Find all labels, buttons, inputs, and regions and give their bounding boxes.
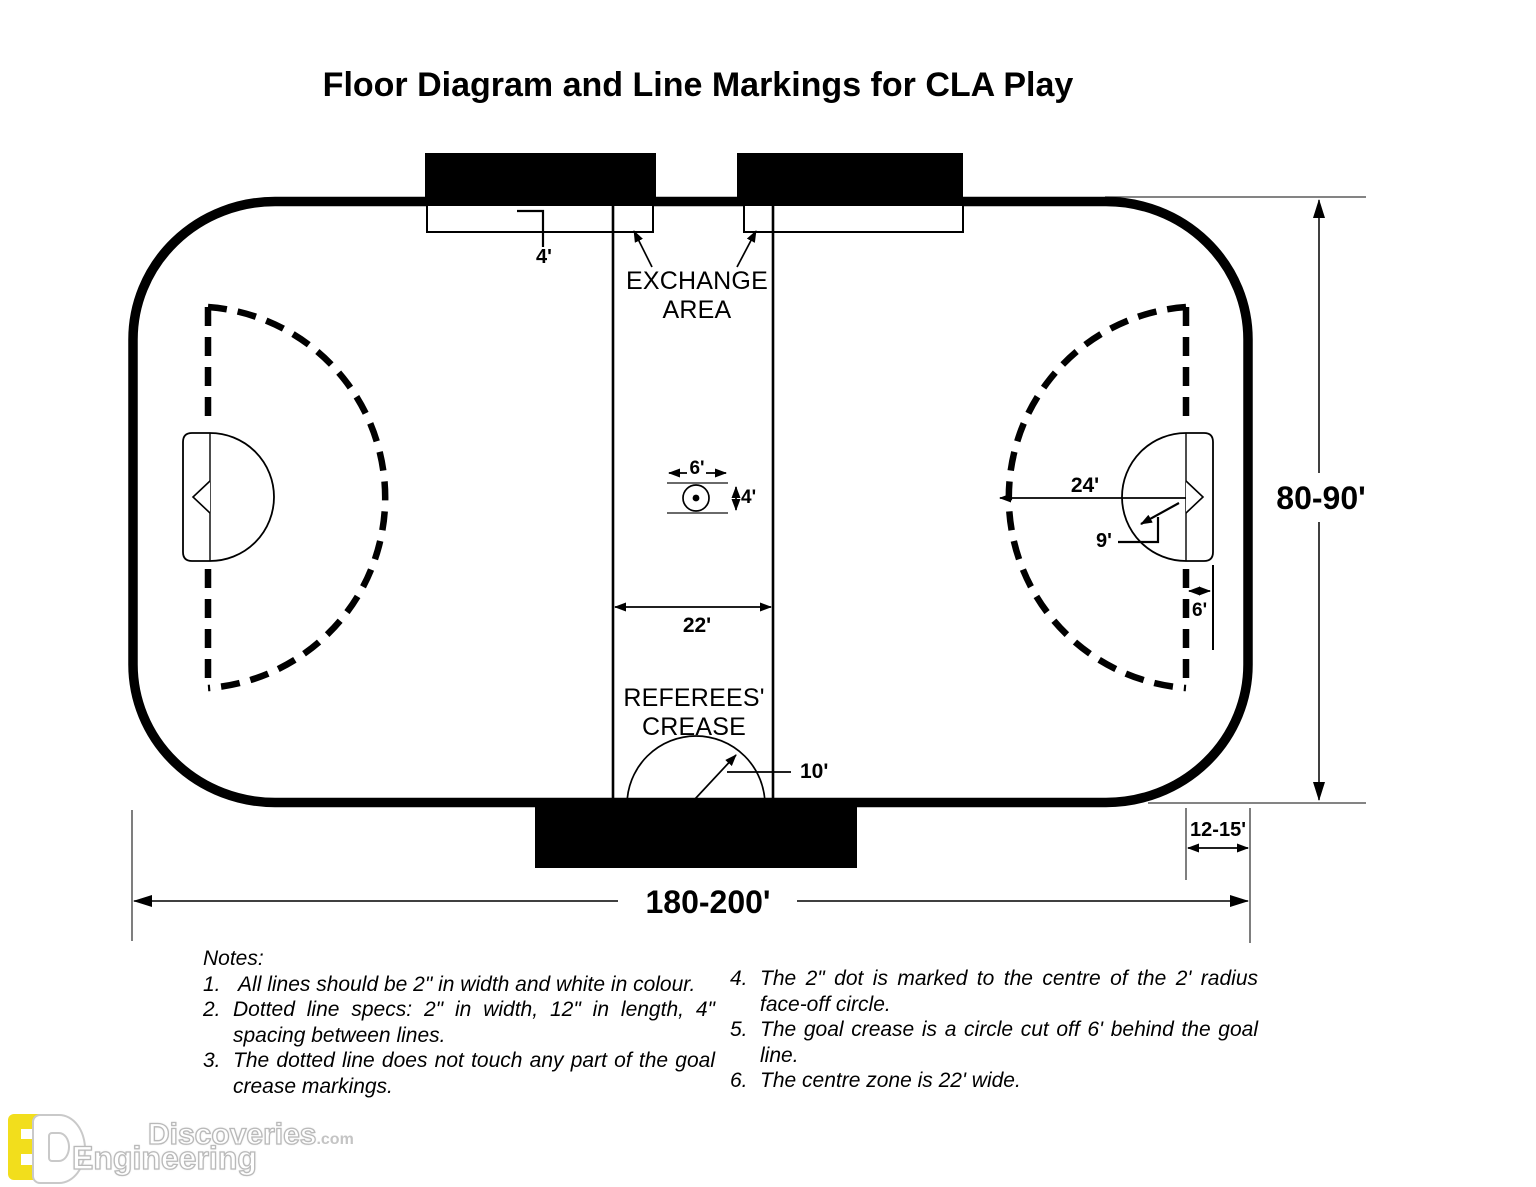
goal-crease-right xyxy=(1121,432,1214,562)
exchange-arrow-right xyxy=(736,230,757,268)
faceoff-width-label: 6' xyxy=(689,458,705,479)
goal-zone-left xyxy=(204,303,389,692)
dimension-lines xyxy=(133,199,1325,907)
goal-crease-radius-arrow xyxy=(1140,502,1180,525)
goal-right xyxy=(1185,480,1205,514)
notes-heading: Notes: xyxy=(203,947,264,970)
bench-left xyxy=(425,153,656,203)
notes-right-column: 4. The 2" dot is marked to the centre of … xyxy=(730,966,1258,1094)
watermark-engineering: Engineering xyxy=(71,1139,257,1176)
note-3: 3. The dotted line does not touch any par… xyxy=(203,1048,715,1099)
notes-left-column: Notes: 1. All lines should be 2" in widt… xyxy=(203,946,715,1099)
note-2-number: 2. xyxy=(203,998,221,1021)
referees-crease-line1: REFEREES' xyxy=(623,684,765,712)
goal-to-end-label: 12-15' xyxy=(1190,819,1246,841)
faceoff-height-label: 4' xyxy=(741,487,757,508)
watermark-logo: Discoveries.com Engineering xyxy=(8,1112,354,1184)
note-1: 1. All lines should be 2" in width and w… xyxy=(203,972,715,998)
note-6-text: The centre zone is 22' wide. xyxy=(760,1069,1021,1092)
engineering-discoveries-icon xyxy=(8,1114,94,1184)
exchange-area-label: EXCHANGE AREA xyxy=(626,267,768,325)
rink-width-label: 80-90' xyxy=(1270,480,1372,517)
note-2: 2. Dotted line specs: 2" in width, 12" in… xyxy=(203,997,715,1048)
zone-arc-left xyxy=(207,303,389,692)
referees-crease-arc xyxy=(626,735,766,806)
bench-depth-leader xyxy=(517,209,545,247)
note-3-text: The dotted line does not touch any part … xyxy=(233,1049,715,1098)
referees-crease-line2: CREASE xyxy=(641,713,747,741)
goal-crease-radius-label: 9' xyxy=(1096,530,1112,552)
bench-area-left xyxy=(426,204,654,233)
team-benches xyxy=(425,153,963,203)
note-4: 4. The 2" dot is marked to the centre of … xyxy=(730,966,1258,1017)
exchange-area-line1: EXCHANGE xyxy=(626,267,768,295)
referees-crease-radius-label: 10' xyxy=(800,760,829,783)
rink-length-label: 180-200' xyxy=(639,884,777,921)
centre-faceoff xyxy=(667,482,728,514)
note-1-text: All lines should be 2" in width and whit… xyxy=(233,972,696,996)
faceoff-dot xyxy=(692,494,700,502)
note-5-number: 5. xyxy=(730,1018,748,1041)
arc-radius-label: 24' xyxy=(1070,474,1100,497)
bench-areas xyxy=(426,204,964,233)
goal-crease-left xyxy=(182,432,275,562)
bench-depth-label: 4' xyxy=(536,246,552,268)
bench-right xyxy=(737,153,963,203)
note-6: 6. The centre zone is 22' wide. xyxy=(730,1068,1258,1094)
note-1-number: 1. xyxy=(203,972,221,996)
exchange-area-line2: AREA xyxy=(662,296,732,324)
centre-zone-width-label: 22' xyxy=(682,614,712,637)
logo-d-shape xyxy=(32,1114,86,1184)
crease-cutoff-label: 6' xyxy=(1192,600,1208,621)
watermark-discoveries: Discoveries.com xyxy=(147,1117,354,1151)
bench-area-right xyxy=(743,204,964,233)
goal-left xyxy=(191,480,211,514)
exchange-arrow-left xyxy=(633,230,653,268)
note-4-text: The 2" dot is marked to the centre of th… xyxy=(760,967,1258,1016)
watermark-com: .com xyxy=(316,1131,354,1148)
centre-zone-lines xyxy=(611,200,775,804)
note-2-text: Dotted line specs: 2" in width, 12" in l… xyxy=(233,998,715,1047)
penalty-box xyxy=(535,801,857,868)
note-3-number: 3. xyxy=(203,1049,221,1072)
note-6-number: 6. xyxy=(730,1069,748,1092)
note-5: 5. The goal crease is a circle cut off 6'… xyxy=(730,1017,1258,1068)
note-5-text: The goal crease is a circle cut off 6' b… xyxy=(760,1018,1258,1067)
extension-lines xyxy=(131,196,1366,943)
referees-crease-label: REFEREES' CREASE xyxy=(623,684,764,742)
page-title: Floor Diagram and Line Markings for CLA … xyxy=(322,66,1074,104)
ref-crease-radius-arrow xyxy=(694,754,737,800)
note-4-number: 4. xyxy=(730,967,748,990)
